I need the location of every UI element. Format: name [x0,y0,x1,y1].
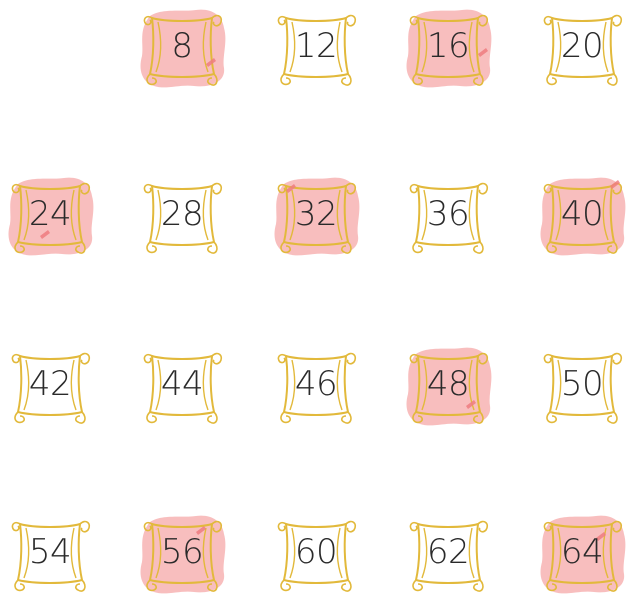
tile-number-label: 12 [270,26,362,66]
number-tile-44[interactable]: 44 [136,344,228,428]
tile-number-label: 20 [536,26,627,66]
tile-number-label: 28 [136,194,228,234]
tile-number-label: 8 [136,26,228,66]
number-tile-56[interactable]: 56 [136,512,228,596]
number-tile-64[interactable]: 64 [536,512,627,596]
tile-number-label: 50 [536,364,627,404]
number-tile-8[interactable]: 8 [136,6,228,90]
tile-number-label: 16 [402,26,494,66]
tile-number-label: 56 [136,532,228,572]
tile-number-label: 24 [4,194,96,234]
tile-number-label: 46 [270,364,362,404]
number-tile-32[interactable]: 32 [270,174,362,258]
number-tile-62[interactable]: 62 [402,512,494,596]
tile-number-label: 60 [270,532,362,572]
number-tile-42[interactable]: 42 [4,344,96,428]
number-tile-40[interactable]: 40 [536,174,627,258]
number-tile-20[interactable]: 20 [536,6,627,90]
number-tile-50[interactable]: 50 [536,344,627,428]
number-tile-60[interactable]: 60 [270,512,362,596]
tile-number-label: 64 [536,532,627,572]
tile-number-label: 36 [402,194,494,234]
number-tile-12[interactable]: 12 [270,6,362,90]
number-tile-24[interactable]: 24 [4,174,96,258]
tile-number-label: 32 [270,194,362,234]
number-tile-46[interactable]: 46 [270,344,362,428]
tile-number-label: 48 [402,364,494,404]
tile-number-label: 62 [402,532,494,572]
tile-number-label: 44 [136,364,228,404]
number-tile-54[interactable]: 54 [4,512,96,596]
number-tile-48[interactable]: 48 [402,344,494,428]
number-tile-16[interactable]: 16 [402,6,494,90]
tile-number-label: 42 [4,364,96,404]
number-tile-28[interactable]: 28 [136,174,228,258]
tile-number-label: 40 [536,194,627,234]
number-tile-36[interactable]: 36 [402,174,494,258]
tile-number-label: 54 [4,532,96,572]
